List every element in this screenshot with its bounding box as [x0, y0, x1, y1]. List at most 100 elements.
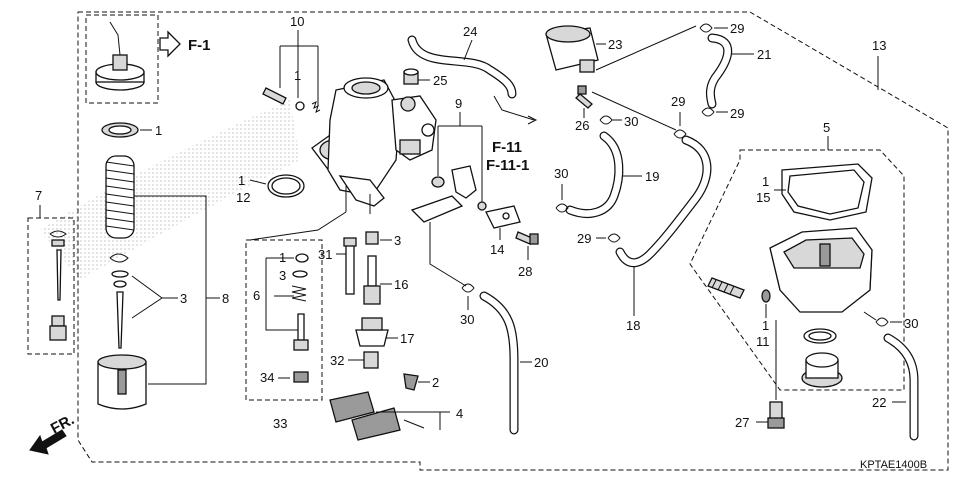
leader-24 — [463, 39, 473, 61]
callout-8: 8 — [222, 291, 229, 306]
air-cut-valve-23-icon — [545, 25, 599, 73]
carburetor-body-icon — [311, 77, 437, 214]
callout-13: 13 — [872, 38, 886, 53]
callout-23: 23 — [608, 37, 622, 52]
callout-33-1: 1 — [279, 250, 286, 265]
needle-clip-icon — [109, 253, 129, 349]
bracket-14-icon — [485, 205, 521, 229]
clip-29c-icon — [673, 129, 687, 139]
drain-screw-icon — [707, 277, 745, 299]
callout-33: 33 — [273, 416, 287, 431]
callout-5: 5 — [823, 120, 830, 135]
callout-25: 25 — [433, 73, 447, 88]
clip-30c-icon — [555, 203, 569, 213]
callout-26: 26 — [575, 118, 589, 133]
callout-22: 22 — [872, 395, 886, 410]
callout-20: 20 — [534, 355, 548, 370]
background-shading — [40, 100, 300, 280]
callout-6: 6 — [253, 288, 260, 303]
callout-31: 31 — [318, 247, 332, 262]
needle-set-box — [27, 217, 75, 355]
f11-ref-label: F-11 — [492, 139, 522, 156]
bolt-27-icon — [767, 401, 785, 429]
callout-2: 2 — [432, 375, 439, 390]
clip-30b-icon — [599, 115, 613, 125]
jet-3-icon — [365, 231, 379, 245]
callout-16: 16 — [394, 277, 408, 292]
f1-arrow-icon — [159, 30, 181, 58]
callout-30d: 30 — [904, 316, 918, 331]
clip-30d-icon — [875, 317, 889, 327]
needle-parts-icon — [49, 230, 67, 341]
float-bowl-icon — [769, 227, 873, 313]
callout-15-1: 1 — [762, 174, 769, 189]
leader-vent — [591, 91, 677, 131]
callout-12: 12 — [236, 190, 250, 205]
callout-14: 14 — [490, 242, 504, 257]
leader-30a — [429, 222, 467, 287]
callout-10-1: 1 — [294, 68, 301, 83]
fuel-cap-icon — [95, 21, 145, 91]
front-direction-icon — [29, 429, 67, 455]
callout-30c: 30 — [554, 166, 568, 181]
leader-6 — [265, 257, 300, 331]
float-4-icon — [329, 391, 425, 441]
f111-ref-label: F-11-1 — [486, 157, 529, 174]
callout-1a: 1 — [155, 123, 162, 138]
leader-4 — [376, 411, 450, 430]
pilot-screw-icon — [262, 87, 321, 113]
callout-27: 27 — [735, 415, 749, 430]
callout-30b: 30 — [624, 114, 638, 129]
clip-29d-icon — [607, 233, 621, 243]
leader-bowl-tube — [863, 311, 877, 321]
washer-9-icon — [431, 176, 445, 188]
callout-19: 19 — [645, 169, 659, 184]
choke-lever-icon — [410, 165, 487, 223]
f11-arrow-icon — [527, 115, 538, 125]
hose-24-icon — [407, 35, 517, 99]
float-bowl-box — [689, 149, 905, 391]
cap-25-icon — [403, 68, 419, 85]
leader-10 — [279, 30, 319, 106]
float-valve-2-icon — [403, 373, 419, 391]
callout-29a: 29 — [730, 21, 744, 36]
callout-29d: 29 — [577, 231, 591, 246]
f1-inset-box — [85, 14, 159, 104]
callout-28: 28 — [518, 264, 532, 279]
washer-11-icon — [761, 289, 771, 303]
callout-21: 21 — [757, 47, 771, 62]
leader-9 — [437, 112, 483, 204]
callout-10: 10 — [290, 14, 304, 29]
main-assembly-boundary — [77, 11, 949, 471]
callout-29b: 29 — [730, 106, 744, 121]
callout-15: 15 — [756, 190, 770, 205]
leader-8 — [134, 195, 220, 385]
callout-29c: 29 — [671, 94, 685, 109]
screw-28-icon — [515, 231, 539, 245]
clip-30a-icon — [461, 283, 475, 293]
gasket-15-icon — [781, 163, 873, 221]
callout-11: 11 — [756, 334, 770, 349]
leader-f11 — [493, 95, 535, 121]
callout-34: 34 — [260, 370, 274, 385]
leader-body-bowl — [249, 211, 347, 241]
slow-jet-32-icon — [363, 351, 379, 369]
jet-set-box — [245, 239, 323, 401]
leader-27 — [756, 320, 777, 423]
callout-33-3: 3 — [279, 268, 286, 283]
clip-29a-icon — [699, 23, 713, 33]
diagram-code: KPTAE1400B — [860, 459, 927, 471]
callout-3a: 3 — [180, 291, 187, 306]
front-label: FR. — [48, 411, 77, 437]
throttle-spring-icon — [105, 155, 135, 239]
hose-22-icon — [883, 333, 919, 441]
needle-jet-31-icon — [343, 237, 357, 295]
callout-32: 32 — [330, 353, 344, 368]
callout-7: 7 — [35, 188, 42, 203]
callout-24: 24 — [463, 24, 477, 39]
callout-3b: 3 — [394, 233, 401, 248]
callout-17: 17 — [400, 331, 414, 346]
throttle-valve-icon — [97, 354, 147, 410]
f1-ref-label: F-1 — [188, 37, 211, 54]
